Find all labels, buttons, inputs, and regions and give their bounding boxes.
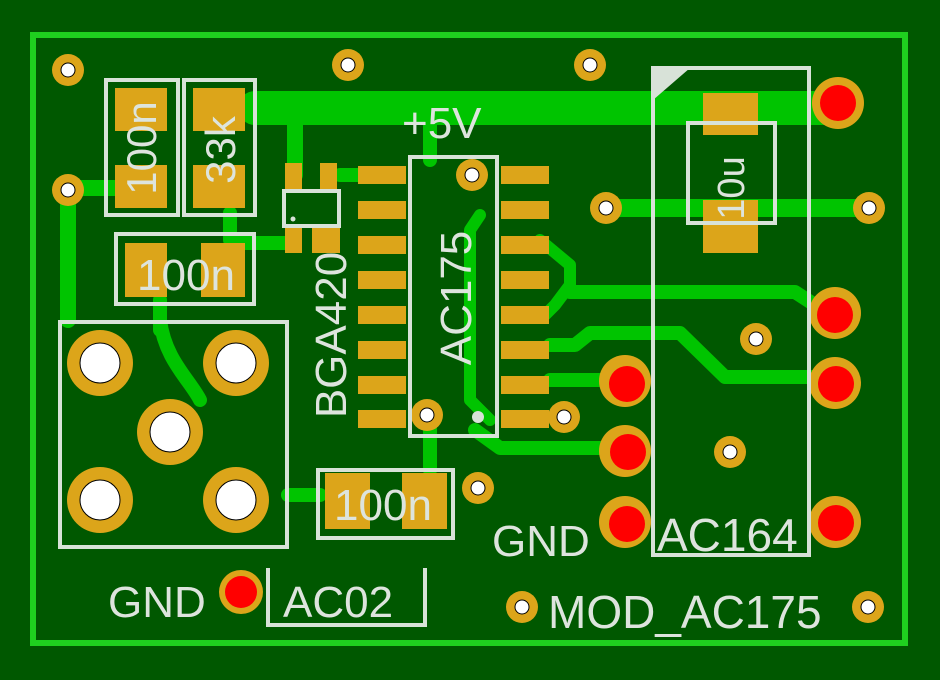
- c2-label: 100n: [137, 251, 235, 300]
- c1-outline: [104, 78, 180, 217]
- r1-label: 33k: [197, 115, 244, 184]
- via: [462, 472, 494, 504]
- bga420-pad: [285, 225, 302, 253]
- connector-pads: [67, 330, 269, 533]
- bga420-label: BGA420: [307, 252, 356, 418]
- tht-pad: [599, 496, 651, 548]
- ic-label: AC175: [432, 231, 481, 366]
- via: [332, 49, 364, 81]
- via: [852, 591, 884, 623]
- labels: 100n 33k 100n +5V BGA420 AC175 100n 10u …: [108, 99, 822, 638]
- ic-pads-left: [358, 166, 406, 428]
- smd-pads: [115, 88, 758, 529]
- via: [574, 49, 606, 81]
- c4-outline: [686, 121, 777, 225]
- c1-pad: [115, 88, 167, 131]
- bga420-pad: [312, 225, 340, 253]
- c3-label: 100n: [334, 481, 432, 530]
- via: [853, 192, 885, 224]
- c2-pad: [201, 243, 245, 297]
- via: [590, 192, 622, 224]
- c1-label: 100n: [118, 101, 165, 194]
- via: [52, 54, 84, 86]
- connector-outline: [58, 320, 289, 549]
- vias: [52, 49, 885, 623]
- c2-outline: [114, 232, 256, 306]
- ic-pads-right: [501, 166, 549, 428]
- c3-pad: [325, 473, 370, 529]
- via: [740, 323, 772, 355]
- ic-pin1-dot: [472, 411, 484, 423]
- tht-pad: [599, 355, 651, 407]
- via: [456, 159, 488, 191]
- tht-pad: [812, 77, 864, 129]
- module-pads: [219, 77, 864, 614]
- tht-pad: [809, 357, 861, 409]
- c3-outline: [316, 468, 455, 540]
- r1-outline: [182, 78, 257, 217]
- tht-pad: [809, 287, 861, 339]
- bga420-outline: [282, 189, 341, 228]
- c4-pad: [703, 93, 758, 135]
- ac02-bracket: [266, 568, 427, 627]
- via: [548, 401, 580, 433]
- supply-label: +5V: [402, 99, 482, 148]
- via: [506, 591, 538, 623]
- bga420-pin1-dot: [290, 216, 296, 222]
- gnd-label-left: GND: [108, 578, 206, 627]
- ic-outline: [408, 155, 499, 438]
- gnd-pad: [219, 570, 263, 614]
- via: [411, 399, 443, 431]
- c4-pad: [703, 200, 758, 253]
- module-corner-mark: [653, 68, 690, 100]
- module-outline: [651, 66, 811, 557]
- r1-pad: [193, 88, 245, 131]
- via: [714, 436, 746, 468]
- r1-pad: [193, 165, 245, 208]
- gnd-label-right: GND: [492, 517, 590, 566]
- c2-pad: [125, 243, 167, 297]
- connector-label: AC02: [283, 578, 393, 627]
- board-name-label: MOD_AC175: [548, 586, 822, 638]
- c3-pad: [402, 473, 447, 529]
- tht-pad: [599, 425, 651, 477]
- bga420-pad: [320, 163, 337, 191]
- c4-label: 10u: [711, 156, 753, 219]
- bga420-pad: [285, 163, 302, 191]
- tht-pad: [809, 496, 861, 548]
- board-outline: [30, 32, 908, 646]
- c1-pad: [115, 165, 167, 208]
- via: [52, 174, 84, 206]
- module-label: AC164: [657, 509, 798, 561]
- silkscreen: [58, 66, 811, 627]
